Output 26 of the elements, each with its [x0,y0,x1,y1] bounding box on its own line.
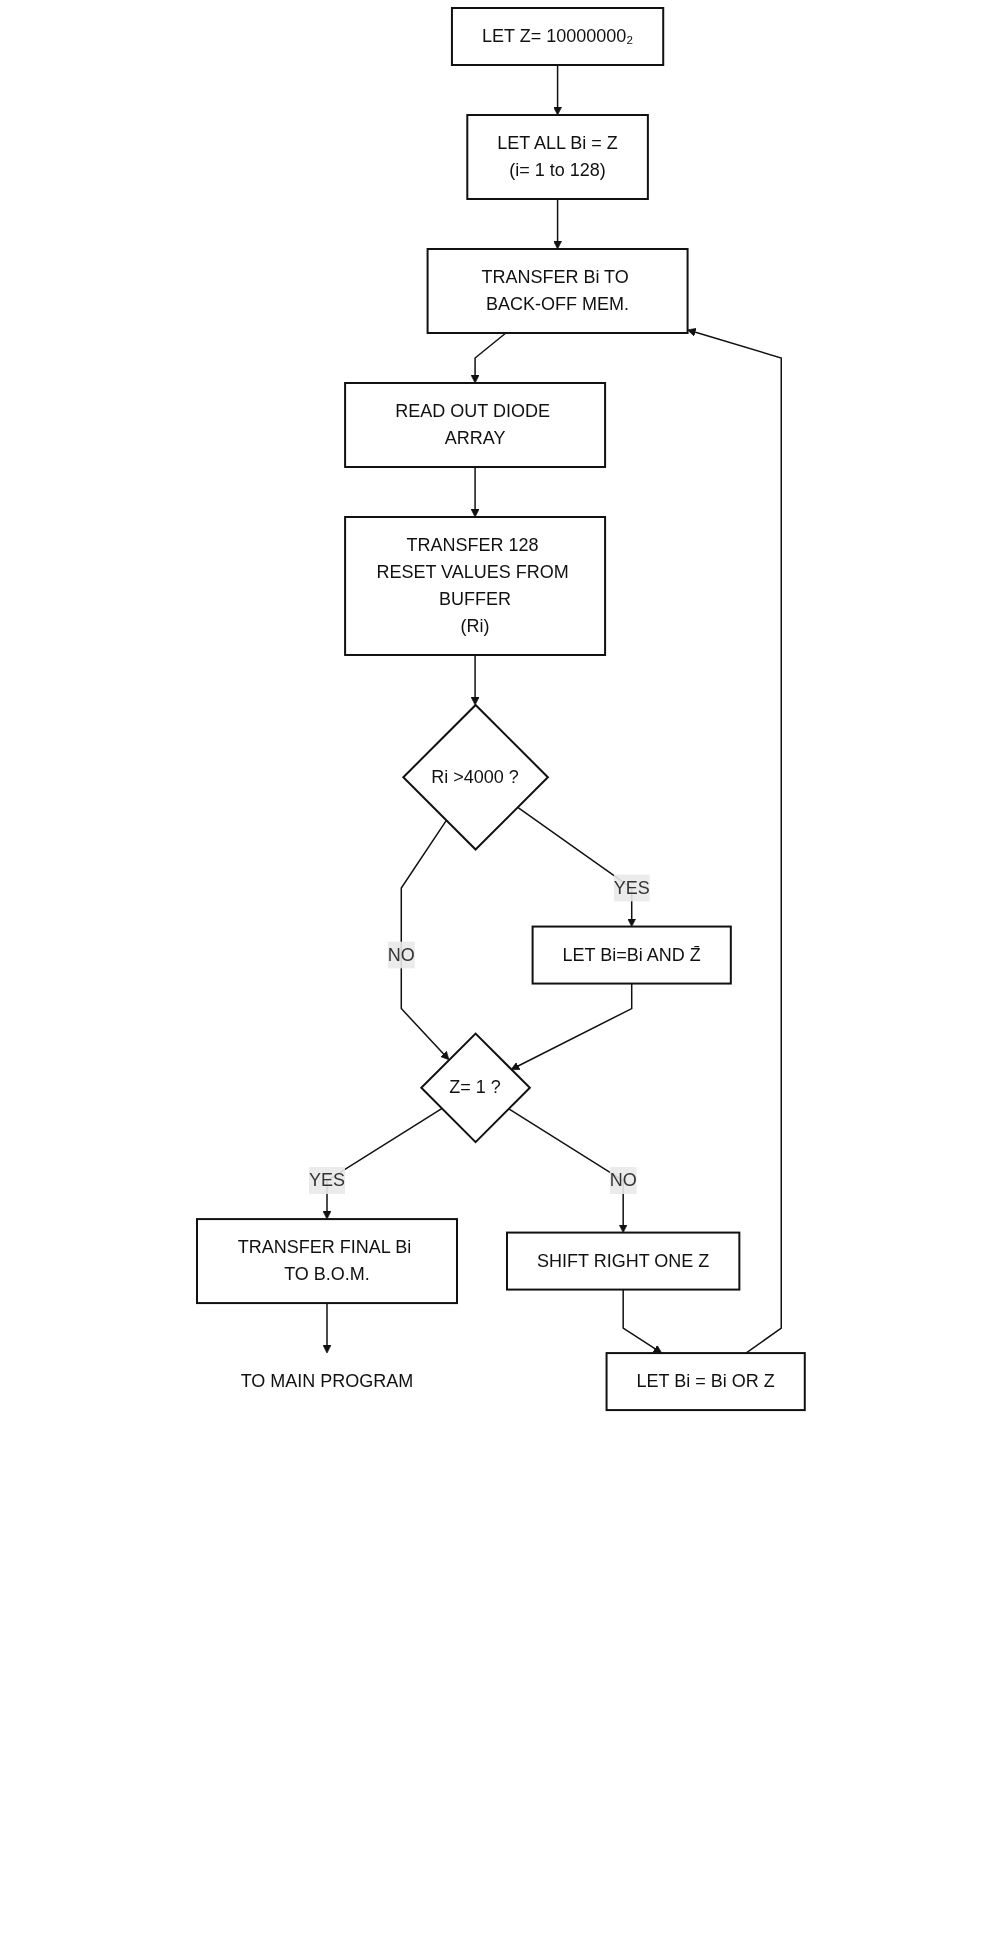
arrow [686,328,782,1354]
node-diamond: Ri >4000 ? [401,703,549,851]
node-box: LET Bi = Bi OR Z [605,1352,806,1412]
node-text: TO MAIN PROGRAM [240,1371,413,1392]
arrow [470,654,480,706]
edge-label: YES [613,877,650,898]
edge-label: NO [387,944,415,965]
node-box: SHIFT RIGHT ONE Z [505,1231,740,1291]
node-box: READ OUT DIODE ARRAY [343,382,606,468]
node-box: TRANSFER FINAL Bi TO B.O.M. [195,1218,458,1305]
arrow [552,198,562,250]
arrow [470,466,480,518]
arrow [400,819,449,1061]
node-diamond: Z= 1 ? [419,1032,531,1144]
node-box: LET Bi=Bi AND Z̄ [531,925,732,985]
node-box: LET Z= 10000000₂ [450,7,664,66]
edge-label: YES [308,1170,345,1191]
arrow [510,982,633,1070]
arrow [322,1302,331,1354]
node-box: TRANSFER Bi TO BACK-OFF MEM. [426,248,689,334]
node-box: TRANSFER 128 RESET VALUES FROM BUFFER (Ri) [343,516,606,656]
edge-label: NO [609,1170,637,1191]
node-box: LET ALL Bi = Z (i= 1 to 128) [465,114,649,200]
arrow [470,332,507,384]
arrow [622,1288,662,1354]
arrow [552,64,562,116]
